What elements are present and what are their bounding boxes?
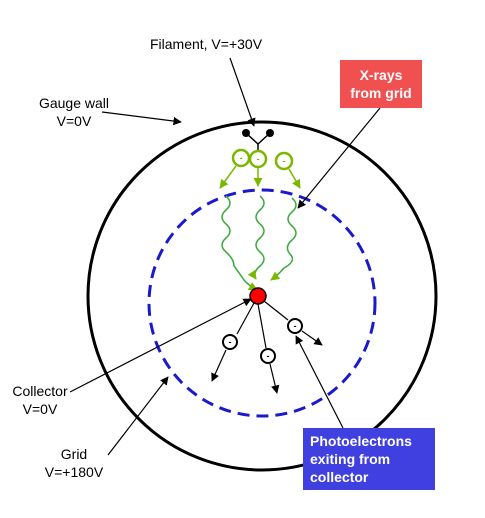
collector — [249, 287, 267, 305]
gauge-wall-label: Gauge wall — [39, 95, 109, 111]
grid-circle — [147, 188, 377, 418]
filament-label: Filament, V=+30V — [150, 36, 263, 52]
photoelectron-minus-label: - — [267, 351, 270, 361]
xray-waves — [221, 195, 297, 291]
collector-voltage: V=0V — [23, 401, 58, 417]
photoelectrons-callout-line2: exiting from — [310, 451, 390, 467]
gauge-wall-voltage: V=0V — [57, 113, 92, 129]
thermionic-electrons: - - - — [219, 148, 301, 189]
electron-minus-label: - — [283, 156, 286, 166]
leader-lines — [69, 57, 381, 456]
photoelectrons: - - - — [211, 300, 323, 394]
electron-minus-label: - — [257, 154, 260, 164]
electron-minus-label: - — [240, 153, 243, 163]
photoelectrons-callout-line3: collector — [310, 469, 369, 485]
xrays-callout-line2: from grid — [350, 85, 411, 101]
grid-voltage: V=+180V — [45, 464, 104, 480]
grid-label: Grid — [61, 446, 87, 462]
gauge-wall-circle — [86, 120, 438, 472]
xrays-callout: X-rays from grid — [340, 60, 422, 108]
xrays-callout-line1: X-rays — [360, 67, 403, 83]
photoelectron-minus-label: - — [229, 337, 232, 347]
filament — [242, 129, 274, 152]
photoelectrons-callout: Photoelectrons exiting from collector — [303, 428, 435, 490]
collector-label: Collector — [12, 383, 68, 399]
photoelectron-minus-label: - — [294, 321, 297, 331]
photoelectrons-callout-line1: Photoelectrons — [310, 433, 412, 449]
